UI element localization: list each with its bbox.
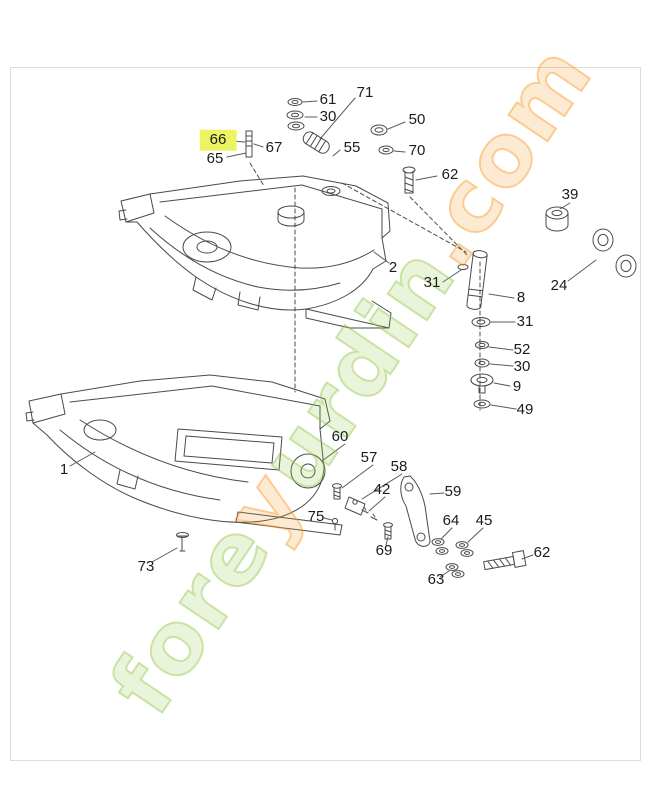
part-label-75: 75 [307, 507, 325, 525]
part-label-60: 60 [331, 427, 349, 445]
lower-housing-drawing [25, 374, 343, 536]
part-label-63: 63 [427, 570, 445, 588]
part-label-58: 58 [390, 457, 408, 475]
leader-lines [69, 97, 597, 578]
part-label-39: 39 [561, 185, 579, 203]
pin-8-drawing [466, 250, 488, 310]
part-label-2: 2 [388, 258, 398, 276]
part-label-42: 42 [373, 480, 391, 498]
part-label-30: 30 [319, 107, 337, 125]
part-label-59: 59 [444, 482, 462, 500]
part-label-64: 64 [442, 511, 460, 529]
part-label-69: 69 [375, 541, 393, 559]
part-label-52: 52 [513, 340, 531, 358]
part-label-61: 61 [319, 90, 337, 108]
part-label-62: 62 [441, 165, 459, 183]
part-label-62: 62 [533, 543, 551, 561]
bolt-62-drawing [483, 550, 527, 571]
part-label-30: 30 [513, 357, 531, 375]
part-label-9: 9 [512, 377, 522, 395]
spring-55-drawing [302, 131, 330, 154]
construction-lines [249, 162, 481, 411]
part-label-57: 57 [360, 448, 378, 466]
part-label-70: 70 [408, 141, 426, 159]
part-label-67: 67 [265, 138, 283, 156]
image-border-frame [10, 67, 641, 761]
part-label-50: 50 [408, 110, 426, 128]
part-label-71: 71 [356, 83, 374, 101]
bracket-59-drawing [400, 475, 431, 547]
upper-housing-drawing [118, 175, 392, 329]
stud-66-drawing [245, 130, 253, 158]
part-label-24: 24 [550, 276, 568, 294]
bushing-39-drawing [545, 206, 569, 232]
part-label-73: 73 [137, 557, 155, 575]
part-label-31: 31 [423, 273, 441, 291]
part-label-49: 49 [516, 400, 534, 418]
part-label-66: 66 [199, 129, 237, 151]
part-label-65: 65 [206, 149, 224, 167]
small-parts [176, 98, 637, 578]
part-label-55: 55 [343, 138, 361, 156]
part-label-45: 45 [475, 511, 493, 529]
part-label-1: 1 [59, 460, 69, 478]
part-label-8: 8 [516, 288, 526, 306]
part-label-31: 31 [516, 312, 534, 330]
